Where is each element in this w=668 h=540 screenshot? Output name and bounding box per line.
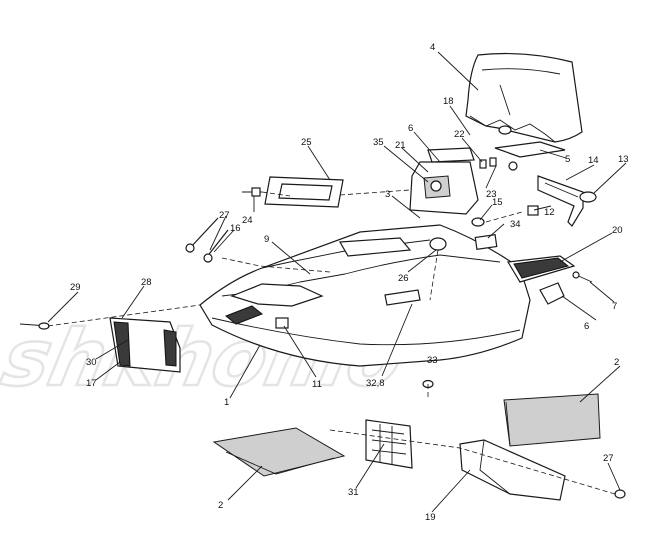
instrument-frame	[264, 176, 344, 208]
callout-11: 11	[312, 379, 322, 390]
callout-35: 35	[373, 137, 384, 148]
assembly-line	[429, 249, 439, 301]
callout-29: 29	[70, 282, 81, 293]
callout-4: 4	[430, 42, 435, 53]
dash-console	[409, 147, 479, 215]
assembly-line	[485, 211, 523, 223]
mirror-bracket	[537, 175, 584, 227]
callout-22: 22	[454, 129, 465, 140]
callout-5: 5	[565, 154, 570, 165]
callout-1: 1	[224, 397, 229, 408]
callout-16: 16	[230, 223, 241, 234]
belly-pan	[459, 439, 566, 501]
callout-32-8: 32,8	[366, 378, 385, 389]
callout-27: 27	[219, 210, 230, 221]
bolt	[242, 187, 262, 197]
mesh-screen	[365, 419, 413, 469]
windshield	[465, 52, 583, 143]
callout-6: 6	[584, 321, 589, 332]
callout-20: 20	[612, 225, 623, 236]
grommet-plug	[471, 217, 485, 227]
callout-28: 28	[141, 277, 152, 288]
lower-bolt	[614, 489, 626, 499]
hood-body	[199, 224, 531, 367]
callout-labels: 4 18 6 22 35 21 25 5 14 13 23 3 15 12 27…	[70, 42, 629, 523]
windshield-trim-strip	[494, 141, 566, 158]
callout-24: 24	[242, 215, 253, 226]
assembly-line	[221, 257, 331, 273]
side-reflector	[539, 282, 565, 305]
mirror-knob	[579, 191, 597, 203]
callout-25: 25	[301, 137, 312, 148]
callout-17: 17	[86, 378, 97, 389]
callout-7: 7	[612, 301, 617, 312]
callout-9: 6	[408, 123, 413, 134]
callout-18: 18	[443, 96, 454, 107]
label-tag	[474, 233, 498, 251]
assembly-line	[261, 191, 291, 197]
assembly-line	[329, 429, 616, 495]
callout-3: 3	[385, 189, 390, 200]
callout-13: 13	[618, 154, 629, 165]
screw-fasteners	[479, 157, 518, 171]
callout-10: 9	[264, 234, 269, 245]
foam-pad-right	[503, 393, 601, 447]
callout-21: 21	[395, 140, 406, 151]
assembly-line	[339, 189, 411, 196]
callout-34: 34	[510, 219, 521, 230]
callout-19: 19	[425, 512, 436, 523]
callout-15: 15	[492, 197, 503, 208]
mounting-clip	[527, 205, 539, 216]
callout-30: 30	[86, 357, 97, 368]
callout-23: 23	[486, 189, 497, 200]
leader-lines	[47, 51, 627, 513]
support-rod	[185, 217, 229, 263]
side-vent-grille	[109, 317, 181, 373]
grommet	[498, 125, 512, 135]
callout-27-lower: 27	[603, 453, 614, 464]
foam-pad-left	[212, 427, 346, 477]
callout-12: 12	[544, 207, 555, 218]
callout-31: 31	[348, 487, 359, 498]
callout-2-right: 2	[614, 357, 619, 368]
callout-33: 33	[427, 355, 438, 366]
callout-2-left: 2	[218, 500, 223, 511]
callout-26: 26	[398, 273, 409, 284]
reflector-screw	[572, 271, 593, 283]
callout-14: 14	[588, 155, 599, 166]
headlight-lens	[507, 255, 576, 283]
